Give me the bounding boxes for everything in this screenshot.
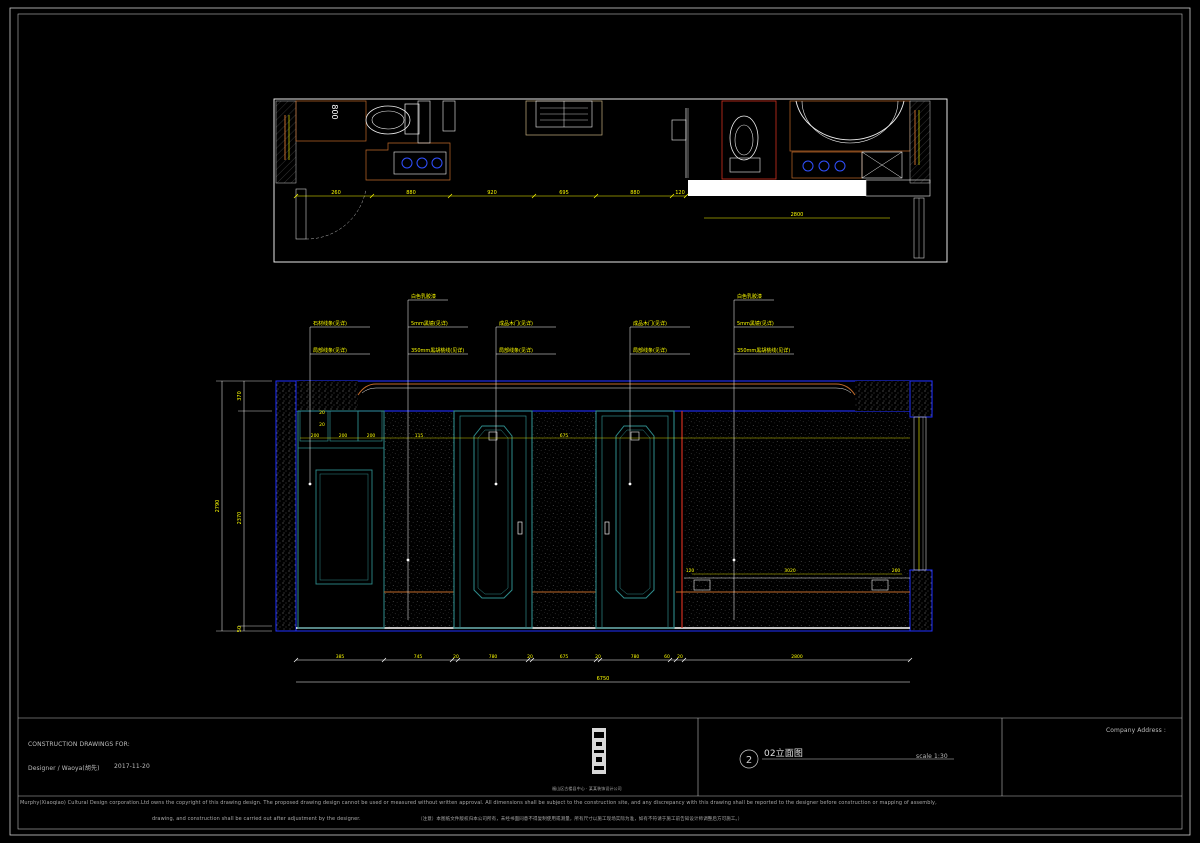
elevation: 120 3020 260 20 20 200 200 200 115 675 白… <box>215 293 933 683</box>
bottom-dim-1: 745 <box>414 654 423 660</box>
plan-dim-3: 695 <box>559 190 569 196</box>
callout-4-line-0: 成品木门(见详) <box>633 320 667 327</box>
counter-dim-0: 120 <box>686 568 695 574</box>
inner-dim-2: 200 <box>311 433 320 439</box>
bottom-dim-3: 780 <box>489 654 498 660</box>
plan-dim-ticks-tick-3 <box>531 193 537 199</box>
plan-dim-4: 880 <box>630 190 640 196</box>
drawing-date: 2017-11-20 <box>114 763 150 770</box>
designer-name: Designer / Waoya(胡先) <box>28 765 100 772</box>
bottom-ticks-tick-0 <box>293 657 299 663</box>
callout-1-line-0: 石材线条(见详) <box>313 320 347 327</box>
inner-dim-6: 675 <box>560 433 569 439</box>
counter-dim-1: 3020 <box>784 568 796 574</box>
bottom-dim-6: 20 <box>595 654 601 660</box>
callout-1-line-1: 局部线条(见详) <box>313 347 347 354</box>
callout-6-line-0: 5mm黑镜(见详) <box>737 320 774 327</box>
inner-frame <box>17 13 1183 830</box>
bottom-ticks-tick-9 <box>673 657 679 663</box>
construction-drawings-for: CONSTRUCTION DRAWINGS FOR: <box>28 741 130 748</box>
callout-3-line-1: 局部线条(见详) <box>499 347 533 354</box>
bottom-dim-8: 60 <box>664 654 670 660</box>
bottom-ticks-tick-6 <box>593 657 599 663</box>
left-dim-0: 2790 <box>215 500 221 513</box>
callout-4-line-1: 局部线条(见详) <box>633 347 667 354</box>
chinese-note: （注意）本图纸文件版权归本公司所有，未经书面同意不得复制使用或测量，所有尺寸以施… <box>418 817 743 822</box>
callout-2-line-1: 350mm黑胡桃线(见详) <box>411 347 464 354</box>
bottom-ticks-tick-5 <box>529 657 535 663</box>
left-dim-1: 370 <box>237 391 243 401</box>
bottom-dim-2: 20 <box>453 654 459 660</box>
plan-label-vertical: 800 <box>330 104 339 119</box>
company-address: Company Address : <box>1106 727 1166 734</box>
left-dim-3: 50 <box>237 626 243 632</box>
plan-dim-ticks-tick-4 <box>593 193 599 199</box>
bottom-dim-5: 675 <box>560 654 569 660</box>
bottom-ticks-tick-7 <box>597 657 603 663</box>
outer-frame <box>9 7 1191 836</box>
logo-caption: 福山区古楼县中心 · 某某装饰设计公司 <box>552 786 622 791</box>
bottom-ticks-tick-2 <box>449 657 455 663</box>
plan-dim-ticks-tick-6 <box>683 193 689 199</box>
copyright-text: Murphy(Xiaoqiao) Cultural Design corpora… <box>20 800 937 806</box>
callout-3-line-0: 成品木门(见详) <box>499 320 533 327</box>
inner-dim-3: 200 <box>339 433 348 439</box>
inner-dim-1: 20 <box>319 422 325 428</box>
inner-dim-5: 115 <box>415 433 424 439</box>
drawing-number: 2 <box>746 755 752 766</box>
drawing-title: 02立面图 <box>764 749 803 759</box>
plan-dim-6: 2800 <box>791 212 804 218</box>
plan-dim-ticks-tick-0 <box>293 193 299 199</box>
bottom-ticks-tick-11 <box>907 657 913 663</box>
bottom-ticks-tick-3 <box>455 657 461 663</box>
plan-dim-5: 120 <box>675 190 685 196</box>
plan-dim-ticks-tick-1 <box>369 193 375 199</box>
bottom-ticks-tick-10 <box>681 657 687 663</box>
bottom-ticks-tick-4 <box>525 657 531 663</box>
left-dim-2: 2370 <box>237 512 243 525</box>
plan-dim-1: 880 <box>406 190 416 196</box>
plan-dim-ticks-tick-5 <box>669 193 675 199</box>
callout-0-line-0: 白色乳胶漆 <box>411 293 436 300</box>
callout-5-line-0: 白色乳胶漆 <box>737 293 762 300</box>
bottom-dim-7: 780 <box>631 654 640 660</box>
inner-dim-0: 20 <box>319 410 325 416</box>
drawing-scale: scale 1:30 <box>916 753 948 760</box>
title-block: 2 <box>18 717 1182 797</box>
plan-dim-2: 920 <box>487 190 497 196</box>
plan-highlight-bar <box>688 180 866 196</box>
callout-6-line-1: 350mm黑胡桃线(见详) <box>737 347 790 354</box>
bottom-dim-9: 20 <box>677 654 683 660</box>
plan-dim-ticks-tick-2 <box>447 193 453 199</box>
copyright-text-2: drawing, and construction shall be carri… <box>152 816 361 822</box>
callouts: 白色乳胶漆 石材线条(见详) 局部线条(见详) 5mm黑镜(见详) 350mm黑… <box>308 293 794 620</box>
bottom-dim-0: 385 <box>336 654 345 660</box>
callout-2-line-0: 5mm黑镜(见详) <box>411 320 448 327</box>
floor-plan: 260 880 920 695 880 120 2800 800 <box>273 98 948 263</box>
bottom-dim-10: 2800 <box>791 654 803 660</box>
inner-dim-4: 200 <box>367 433 376 439</box>
counter-dim-2: 260 <box>892 568 901 574</box>
overall-dim: 6750 <box>597 676 610 682</box>
drawing-number-circle <box>739 749 759 769</box>
plan-dim-0: 260 <box>331 190 341 196</box>
bottom-ticks-tick-1 <box>381 657 387 663</box>
bottom-ticks-tick-8 <box>667 657 673 663</box>
bottom-dim-4: 20 <box>527 654 533 660</box>
